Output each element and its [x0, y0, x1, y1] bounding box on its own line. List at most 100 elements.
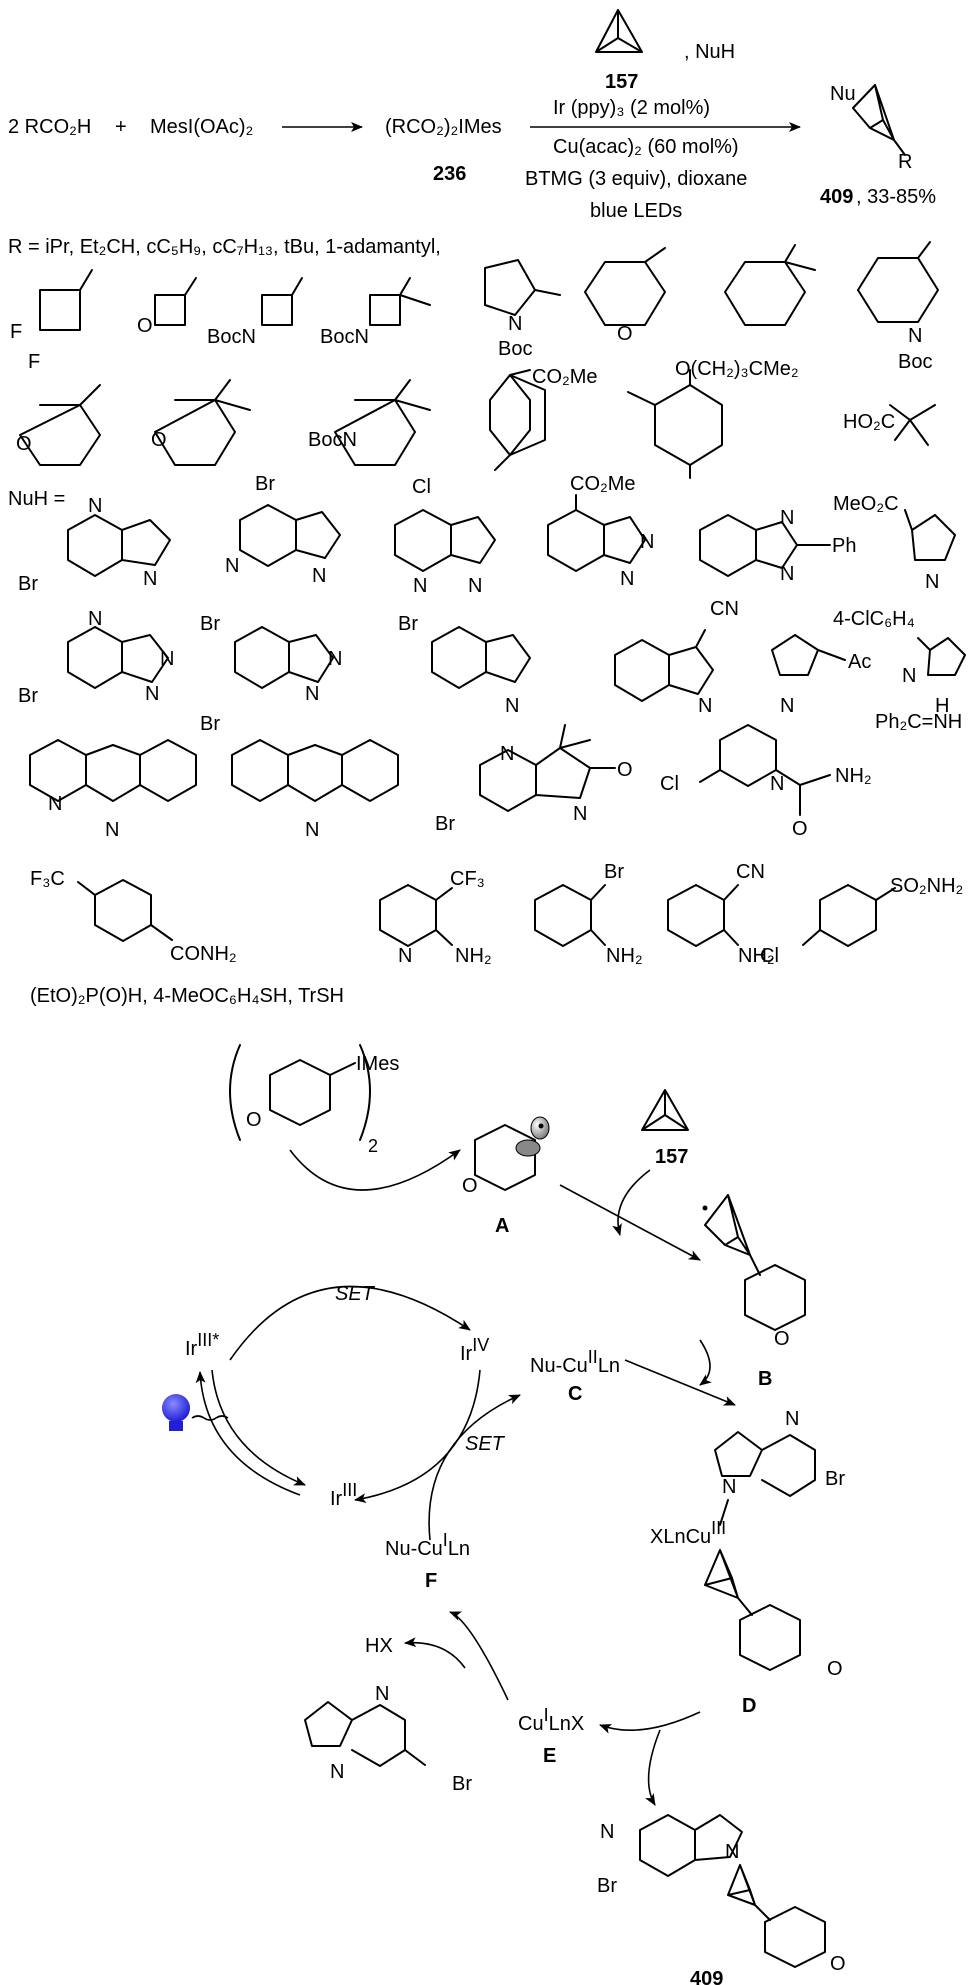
ir3-star: IrIII* [185, 1330, 219, 1360]
svg-text:CN: CN [710, 598, 739, 620]
carboxylic-acid-structure: HO₂C [843, 404, 936, 446]
svg-text:F: F [10, 321, 22, 343]
svg-text:N: N [640, 531, 654, 553]
arrow-E-to-F [449, 1611, 509, 1701]
chlorobenzenesulfonamide: SO₂NH₂ Cl [760, 875, 963, 967]
svg-text:2: 2 [368, 1136, 378, 1156]
svg-text:Br: Br [604, 861, 624, 883]
r-scope: R = iPr, Et₂CH, cC₅H₉, cC₇H₁₃, tBu, 1-ad… [8, 236, 939, 479]
svg-text:Br: Br [435, 813, 455, 835]
svg-text:4-ClC₆H₄: 4-ClC₆H₄ [833, 608, 915, 630]
svg-text:MeO₂C: MeO₂C [833, 493, 899, 515]
svg-text:Ph: Ph [832, 535, 856, 557]
svg-text:N: N [88, 495, 102, 517]
aminotrifluoromethylpyridine: CF₃ N NH₂ [379, 868, 492, 967]
arrow-D-to-E [599, 1711, 701, 1734]
svg-text:O: O [462, 1175, 478, 1197]
trifluoromethyl-benzamide: F₃C CONH₂ [30, 868, 237, 965]
nuh-line: NuH = [8, 488, 65, 510]
bicyclooctane-ester-structure: CO₂Me [489, 366, 598, 471]
svg-text:H: H [935, 695, 949, 717]
arrow-B-to-D [699, 1339, 712, 1386]
svg-text:CF₃: CF₃ [450, 868, 485, 890]
svg-text:N: N [468, 575, 482, 597]
phenylbenzimidazole: N N Ph [699, 507, 856, 585]
svg-text:Boc: Boc [898, 351, 932, 373]
svg-text:Ac: Ac [848, 651, 871, 673]
svg-text:NH₂: NH₂ [835, 765, 872, 787]
set-top: SET [335, 1283, 376, 1305]
svg-text:BocN: BocN [308, 429, 357, 451]
label-B: B [758, 1368, 772, 1390]
label-E: E [543, 1745, 556, 1767]
svg-text:Br: Br [18, 685, 38, 707]
propellane-157-mech: 157 [641, 1089, 689, 1168]
svg-text:N: N [500, 743, 514, 765]
svg-text:N: N [505, 695, 519, 717]
svg-text:N: N [785, 1408, 799, 1430]
svg-text:N: N [908, 325, 922, 347]
condition-catalyst: Ir (ppy)₃ (2 mol%) [553, 97, 710, 119]
svg-text:O: O [617, 759, 633, 781]
svg-text:N: N [698, 695, 712, 717]
plus-sign: + [115, 116, 127, 138]
r-scope-line: R = iPr, Et₂CH, cC₅H₉, cC₇H₁₃, tBu, 1-ad… [8, 236, 441, 258]
condition-base: BTMG (3 equiv), dioxane [525, 168, 747, 190]
label-A: A [495, 1215, 509, 1237]
svg-text:Br: Br [597, 1875, 617, 1897]
label-409-mech: 409 [690, 1968, 723, 1985]
svg-text:CN: CN [736, 861, 765, 883]
product-yield: , 33-85% [856, 186, 936, 208]
svg-text:N: N [780, 507, 794, 529]
radical-B: O B [702, 1194, 806, 1390]
svg-text:Br: Br [452, 1773, 472, 1795]
product-bcp-icon [852, 84, 906, 156]
methyltetrahydropyranyl-structure: O [151, 379, 251, 466]
nu-cu2: Nu-CuIILn [530, 1347, 620, 1377]
arrow-157-in [612, 1169, 651, 1236]
benzophenone-imine: Ph₂C=NH [875, 711, 962, 733]
svg-text:N: N [312, 565, 326, 587]
product-r: R [898, 151, 912, 173]
arrow-cu1-to-cu2 [428, 1394, 521, 1541]
svg-text:N: N [145, 683, 159, 705]
svg-text:N: N [160, 648, 174, 670]
svg-text:N: N [105, 819, 119, 841]
nuh-text: , NuH [684, 41, 735, 63]
aryl-ether-structure: O(CH₂)₃CMe₂ [627, 358, 799, 479]
bromo-azaindole-2: Br N N [225, 473, 341, 587]
pyrrole-ester: MeO₂C N [833, 493, 956, 593]
svg-text:BocN: BocN [207, 326, 256, 348]
hx: HX [365, 1635, 393, 1657]
label-236: 236 [433, 163, 466, 185]
svg-text:CO₂Me: CO₂Me [570, 473, 636, 495]
arrow-hx-out [404, 1637, 466, 1669]
svg-text:N: N [770, 773, 784, 795]
svg-text:F₃C: F₃C [30, 868, 65, 890]
svg-text:N: N [780, 695, 794, 717]
aryl-pyrazole: 4-ClC₆H₄ N H [833, 608, 966, 717]
svg-text:N: N [328, 648, 342, 670]
svg-text:O: O [137, 315, 153, 337]
light-bulb-icon [162, 1394, 229, 1431]
condition-copper: Cu(acac)₂ (60 mol%) [553, 136, 739, 158]
svg-text:O(CH₂)₃CMe₂: O(CH₂)₃CMe₂ [675, 358, 799, 380]
arrow-iodane-to-A [289, 1149, 461, 1191]
svg-text:NH₂: NH₂ [606, 945, 643, 967]
boc-azetidinyl-structure: BocN [207, 277, 303, 348]
boc-piperidinyl-structure: N Boc [857, 241, 939, 373]
bromo-pyrrolopyridine-1: N Br N [18, 495, 171, 595]
indazole-ester: CO₂Me N N [547, 473, 654, 590]
condition-light: blue LEDs [590, 200, 682, 222]
svg-text:N: N [925, 571, 939, 593]
nu-footer: (EtO)₂P(O)H, 4-MeOC₆H₄SH, TrSH [30, 985, 344, 1007]
svg-text:Br: Br [200, 613, 220, 635]
label-409: 409 [820, 186, 853, 208]
svg-text:N: N [143, 568, 157, 590]
svg-text:Br: Br [18, 573, 38, 595]
svg-text:Br: Br [825, 1468, 845, 1490]
svg-text:Cl: Cl [760, 945, 779, 967]
svg-text:N: N [508, 313, 522, 335]
svg-text:N: N [573, 803, 587, 825]
svg-text:Br: Br [398, 613, 418, 635]
